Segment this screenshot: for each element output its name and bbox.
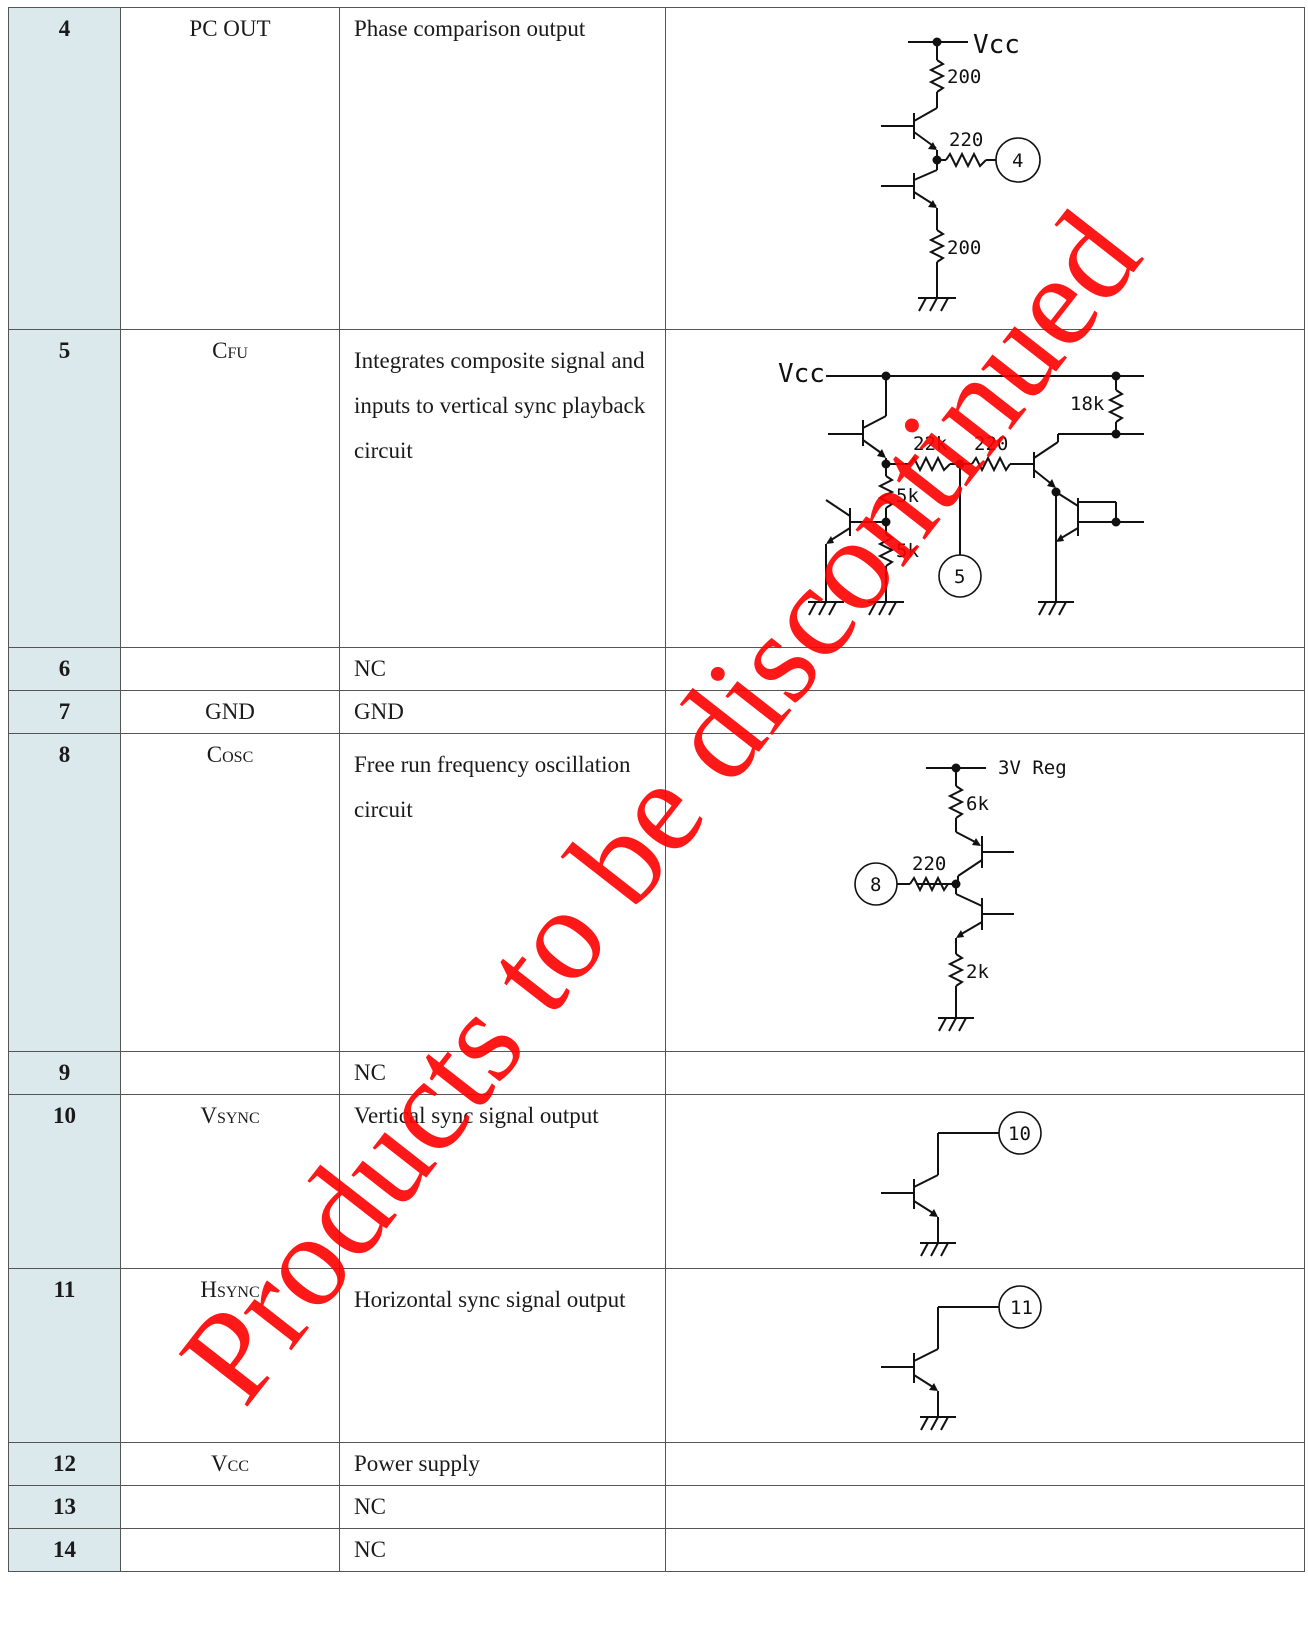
table-row: 7 GND GND	[8, 690, 1305, 734]
supply-label: Vcc	[778, 359, 825, 389]
pin-symbol	[120, 647, 340, 691]
pin-description-table: 4 PC OUT Phase comparison output Vcc 200	[8, 7, 1305, 1572]
pin-symbol: VSYNC	[120, 1094, 340, 1269]
pin-symbol: PC OUT	[120, 7, 340, 330]
equivalent-circuit-cell	[665, 1528, 1305, 1572]
pin-number: 12	[8, 1442, 121, 1486]
pin-number: 9	[8, 1051, 121, 1095]
pin-description: NC	[339, 647, 666, 691]
pin-symbol: HSYNC	[120, 1268, 340, 1443]
pin-description: Integrates composite signal and inputs t…	[339, 329, 666, 648]
pin-10-label: 10	[1008, 1123, 1031, 1145]
table-row: 14 NC	[8, 1528, 1305, 1572]
pin-symbol: COSC	[120, 733, 340, 1052]
pin-number: 8	[8, 733, 121, 1052]
svg-text:220: 220	[949, 129, 983, 151]
svg-text:6k: 6k	[966, 793, 989, 815]
table-row: 5 CFU Integrates composite signal and in…	[8, 329, 1305, 648]
pin10-equivalent-circuit: 10	[881, 1111, 1042, 1257]
pin-description: Power supply	[339, 1442, 666, 1486]
pin-number: 7	[8, 690, 121, 734]
svg-text:22k: 22k	[913, 433, 948, 455]
supply-label: 3V Reg	[998, 757, 1067, 779]
equivalent-circuit-cell: 10	[665, 1094, 1305, 1269]
pin-description: Free run frequency oscillation circuit	[339, 733, 666, 1052]
pin-number: 5	[8, 329, 121, 648]
svg-text:5k: 5k	[896, 485, 919, 507]
table-row: 10 VSYNC Vertical sync signal output 10	[8, 1094, 1305, 1269]
table-row: 12 VCC Power supply	[8, 1442, 1305, 1486]
pin-description: Horizontal sync signal output	[339, 1268, 666, 1443]
pin-symbol	[120, 1051, 340, 1095]
pin11-equivalent-circuit: 11	[881, 1285, 1042, 1431]
table-row: 13 NC	[8, 1485, 1305, 1529]
pin-4-label: 4	[1012, 150, 1023, 172]
table-row: 11 HSYNC Horizontal sync signal output 1…	[8, 1268, 1305, 1443]
pin-number: 4	[8, 7, 121, 330]
pin-description: NC	[339, 1485, 666, 1529]
svg-text:220: 220	[974, 433, 1008, 455]
pin-11-label: 11	[1010, 1297, 1033, 1319]
supply-label: Vcc	[973, 30, 1020, 60]
pin-number: 6	[8, 647, 121, 691]
pin-symbol	[120, 1528, 340, 1572]
pin8-equivalent-circuit: 3V Reg 6k 220 8	[854, 757, 1067, 1032]
pin-8-label: 8	[870, 874, 881, 896]
svg-text:200: 200	[947, 237, 981, 259]
pin-number: 13	[8, 1485, 121, 1529]
table-row: 4 PC OUT Phase comparison output Vcc 200	[8, 7, 1305, 330]
equivalent-circuit-cell	[665, 1485, 1305, 1529]
svg-text:5k: 5k	[896, 540, 919, 562]
pin-description: Phase comparison output	[339, 7, 666, 330]
pin-number: 10	[8, 1094, 121, 1269]
pin-description: Vertical sync signal output	[339, 1094, 666, 1269]
equivalent-circuit-cell: Vcc 200 220 4	[665, 7, 1305, 330]
equivalent-circuit-cell	[665, 1442, 1305, 1486]
pin-description: NC	[339, 1528, 666, 1572]
pin-description: GND	[339, 690, 666, 734]
equivalent-circuit-cell	[665, 1051, 1305, 1095]
table-row: 9 NC	[8, 1051, 1305, 1095]
pin-symbol	[120, 1485, 340, 1529]
pin4-equivalent-circuit: Vcc 200 220 4	[881, 30, 1041, 312]
svg-text:18k: 18k	[1070, 393, 1105, 415]
equivalent-circuit-cell: 3V Reg 6k 220 8	[665, 733, 1305, 1052]
pin-description: NC	[339, 1051, 666, 1095]
pin-5-label: 5	[954, 566, 965, 588]
equivalent-circuit-cell	[665, 647, 1305, 691]
pin-symbol: VCC	[120, 1442, 340, 1486]
svg-text:200: 200	[947, 66, 981, 88]
equivalent-circuit-cell: 11	[665, 1268, 1305, 1443]
svg-text:220: 220	[912, 853, 946, 875]
pin5-equivalent-circuit: Vcc 22k 220	[778, 359, 1144, 616]
equivalent-circuit-cell	[665, 690, 1305, 734]
equivalent-circuit-cell: Vcc 22k 220	[665, 329, 1305, 648]
pin-symbol: GND	[120, 690, 340, 734]
table-row: 6 NC	[8, 647, 1305, 691]
svg-text:2k: 2k	[966, 961, 989, 983]
pin-number: 14	[8, 1528, 121, 1572]
pin-number: 11	[8, 1268, 121, 1443]
pin-symbol: CFU	[120, 329, 340, 648]
table-row: 8 COSC Free run frequency oscillation ci…	[8, 733, 1305, 1052]
